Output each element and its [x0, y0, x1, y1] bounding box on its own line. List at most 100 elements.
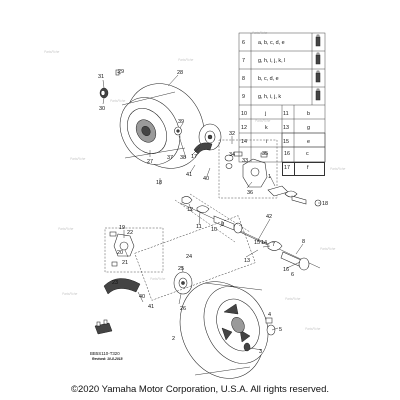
kit-table-extra — [281, 132, 326, 163]
callout-7: 7 — [272, 242, 275, 248]
kit-row-12-num: 12 — [241, 125, 247, 131]
kit-row-8-parts: b, c, d, e — [258, 76, 279, 82]
callout-31: 31 — [98, 74, 104, 80]
callout-13: 13 — [244, 258, 250, 264]
callout-10: 10 — [211, 227, 217, 233]
kit-row-16-parts: c — [306, 151, 309, 157]
callout-41b: 41 — [148, 304, 154, 310]
callout-33: 33 — [242, 158, 248, 164]
upper-brake-shoe — [193, 142, 213, 155]
callout-24: 24 — [186, 254, 192, 260]
callout-32: 32 — [229, 131, 235, 137]
callout-18b: 18 — [322, 201, 328, 207]
kit-row-15-parts: e — [307, 139, 310, 145]
kit-row-11-parts: b — [307, 111, 310, 117]
callout-35: 35 — [262, 151, 268, 157]
kit-row-6-num: 6 — [242, 40, 245, 46]
svg-text:PartsFiche: PartsFiche — [110, 99, 125, 103]
svg-text:PartsFiche: PartsFiche — [70, 157, 85, 161]
kit-row-7-num: 7 — [242, 58, 245, 64]
callout-2: 2 — [172, 336, 175, 342]
callout-40b: 40 — [139, 294, 145, 300]
callout-25: 25 — [178, 266, 184, 272]
kit-row-10-num: 10 — [241, 111, 247, 117]
lower-hub-hardware — [243, 317, 276, 352]
callout-28: 28 — [177, 70, 183, 76]
kit-row-8-num: 8 — [242, 76, 245, 82]
svg-text:PartsFiche: PartsFiche — [320, 247, 335, 251]
grease-tube-icon — [315, 34, 321, 101]
lower-tire — [179, 281, 269, 379]
svg-text:PartsFiche: PartsFiche — [305, 327, 320, 331]
kit-row-9-num: 9 — [242, 94, 245, 100]
callout-18a: 18 — [156, 180, 162, 186]
clip-icon — [94, 319, 113, 335]
callout-16: 16 — [283, 267, 289, 273]
callout-34: 34 — [229, 152, 235, 158]
callout-4: 4 — [268, 312, 271, 318]
callout-36: 36 — [247, 190, 253, 196]
callout-41a: 41 — [186, 172, 192, 178]
diagram-code-block: BB5S110-T320 Revised: 10-8-2018 — [90, 351, 123, 361]
callout-20: 20 — [117, 250, 123, 256]
callout-11: 11 — [196, 224, 202, 230]
kit-table-row-17-box — [282, 162, 325, 176]
kit-table-row-17-divider — [294, 162, 295, 176]
kit-row-17-num: 17 — [284, 165, 290, 171]
callout-30: 30 — [99, 106, 105, 112]
upper-hub — [174, 126, 182, 136]
callout-40a: 40 — [203, 176, 209, 182]
callout-14: 14 — [261, 240, 267, 246]
callout-23: 23 — [112, 280, 118, 286]
diagram-code: BB5S110-T320 — [90, 351, 120, 356]
kit-row-15-num: 15 — [283, 139, 289, 145]
kit-row-17-parts: f — [307, 165, 309, 171]
callout-21: 21 — [122, 260, 128, 266]
callout-27: 27 — [147, 159, 153, 165]
svg-text:PartsFiche: PartsFiche — [255, 119, 270, 123]
callout-39: 39 — [178, 119, 184, 125]
kit-row-7-parts: g, h, i, j, k, l — [258, 58, 285, 64]
svg-text:PartsFiche: PartsFiche — [44, 50, 59, 54]
callout-17: 17 — [191, 154, 197, 160]
callout-42: 42 — [266, 214, 272, 220]
copyright-footer: ©2020 Yamaha Motor Corporation, U.S.A. A… — [71, 384, 329, 395]
upper-tire — [119, 83, 205, 169]
revised-date: Revised: 10-8-2018 — [92, 357, 123, 361]
callout-38: 38 — [180, 155, 186, 161]
kit-row-12-parts: k — [265, 125, 268, 131]
callout-26: 26 — [180, 306, 186, 312]
callout-12: 12 — [187, 207, 193, 213]
svg-text:PartsFiche: PartsFiche — [285, 297, 300, 301]
kit-row-6-parts: a, b, c, d, e — [258, 40, 285, 46]
lower-brake-disc — [173, 271, 193, 295]
callout-37: 37 — [167, 155, 173, 161]
callout-9: 9 — [221, 222, 224, 228]
callout-leaders — [102, 71, 321, 351]
kit-table: 6 a, b, c, d, e 7 g, h, i, j, k, l 8 b, … — [238, 32, 326, 163]
lower-axle-assy — [179, 196, 321, 271]
svg-text:PartsFiche: PartsFiche — [150, 277, 165, 281]
svg-text:PartsFiche: PartsFiche — [58, 227, 73, 231]
lower-left-knuckle — [109, 231, 135, 267]
upper-knuckle — [224, 151, 268, 188]
kit-row-11-num: 11 — [283, 111, 289, 117]
svg-text:PartsFiche: PartsFiche — [330, 167, 345, 171]
callout-8: 8 — [302, 239, 305, 245]
callout-15: 15 — [254, 240, 260, 246]
kit-row-16-num: 16 — [284, 151, 290, 157]
upper-drive-shaft — [267, 185, 322, 207]
kit-row-14-num: 14 — [241, 139, 247, 145]
kit-row-14-parts: i — [266, 139, 267, 145]
callout-22: 22 — [127, 230, 133, 236]
callout-1: 1 — [268, 174, 271, 180]
callout-labels: 29 31 30 28 27 39 37 38 17 32 34 33 35 4… — [98, 69, 328, 355]
kit-row-13-parts: g — [307, 125, 310, 131]
kit-row-10-parts: j — [264, 111, 266, 117]
svg-text:PartsFiche: PartsFiche — [62, 292, 77, 296]
callout-5: 5 — [279, 327, 282, 333]
callout-19: 19 — [119, 225, 125, 231]
callout-6: 6 — [291, 272, 294, 278]
callout-29: 29 — [118, 69, 124, 75]
